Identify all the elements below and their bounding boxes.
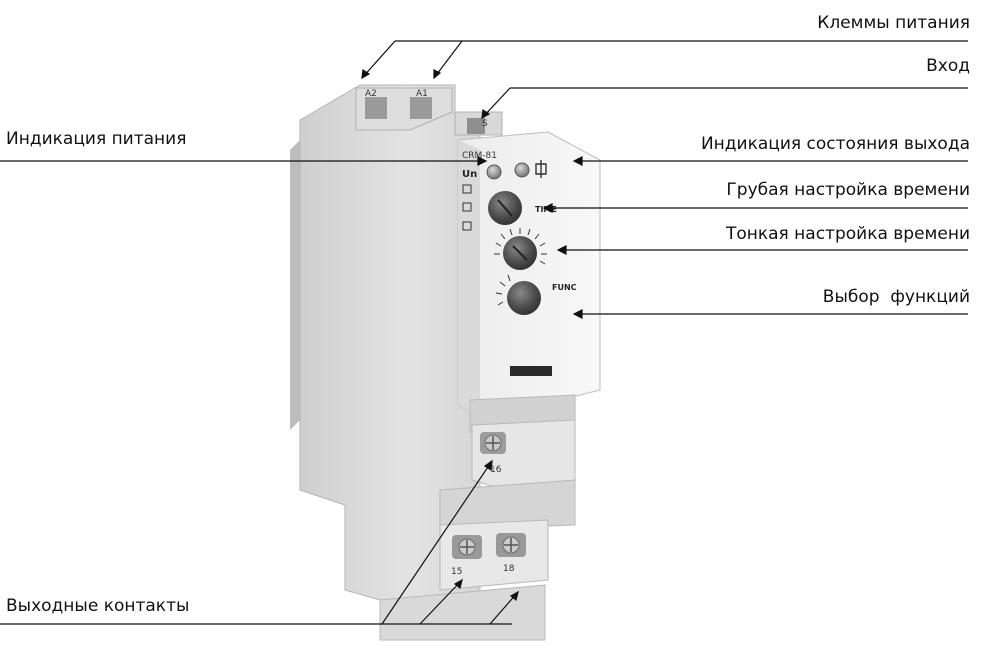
callout-function-select: Выбор функций xyxy=(822,287,970,307)
terminal-s-label: S xyxy=(482,119,488,129)
output-led xyxy=(514,162,530,178)
callout-power-indication: Индикация питания xyxy=(6,129,187,149)
range-marker-icon xyxy=(462,184,472,194)
front-panel: CRM-81 Un TIME xyxy=(462,151,577,376)
terminal-a2-label: A2 xyxy=(365,89,377,99)
terminal-labels: A2 A1 S 16 15 18 xyxy=(365,89,515,577)
device-body xyxy=(299,84,601,641)
callout-fine-time-setting: Тонкая настройка времени xyxy=(725,224,970,244)
model-label: CRM-81 xyxy=(462,151,497,161)
function-knob[interactable] xyxy=(507,281,541,315)
terminal-18-label: 18 xyxy=(503,564,515,574)
callout-input: Вход xyxy=(926,56,970,76)
terminal-15-label: 15 xyxy=(451,567,462,577)
terminal-16-label: 16 xyxy=(490,465,502,475)
brand-strip xyxy=(510,366,552,376)
un-label: Un xyxy=(462,169,477,180)
power-led xyxy=(486,164,502,180)
callout-coarse-time-setting: Грубая настройка времени xyxy=(726,180,970,200)
range-marker-icon xyxy=(462,202,472,212)
callout-output-contacts: Выходные контакты xyxy=(6,596,190,616)
relay-symbol-icon xyxy=(535,160,547,178)
func-label: FUNC xyxy=(552,283,577,292)
range-marker-icon xyxy=(462,221,472,231)
terminal-a1-label: A1 xyxy=(416,89,428,99)
callout-power-terminals: Клеммы питания xyxy=(817,13,970,33)
func-scale xyxy=(495,274,511,306)
fine-scale xyxy=(494,228,547,265)
callout-lines xyxy=(0,40,968,625)
callout-output-state-indication: Индикация состояния выхода xyxy=(700,134,970,154)
